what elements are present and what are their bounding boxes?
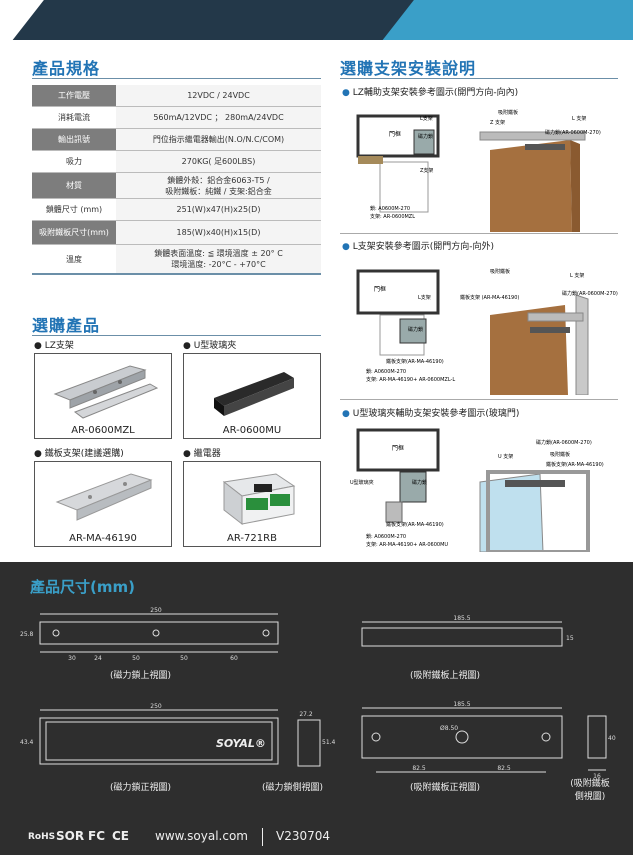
spec-row: 材質鎖體外殼：鋁合金6063-T5 / 吸附鐵板：純鐵 / 支架:鋁合金 — [32, 173, 321, 199]
dimension-section: 產品尺寸(mm) 250 25 — [0, 562, 633, 855]
svg-text:82.5: 82.5 — [497, 765, 511, 772]
svg-text:Z 支架: Z 支架 — [490, 119, 505, 126]
svg-text:50: 50 — [180, 655, 188, 662]
product-card: ● 繼電器 AR-721RB — [183, 447, 321, 547]
plate-top-caption: (吸附鐵板上視圖) — [410, 671, 481, 681]
spec-row: 溫度鎖體表面溫度: ≦ 環境溫度 ± 20° C 環境溫度: -20°C - +… — [32, 245, 321, 275]
install-3-diagram: 門框 U型玻璃夾 磁力鎖 鐵板支架(AR-MA-46190) 鎖: A0600M… — [350, 428, 604, 552]
svg-text:185.5: 185.5 — [453, 615, 470, 622]
dimension-drawings: 250 25.8 30 24 50 50 60 185.5 15 250 43.… — [20, 607, 616, 780]
rohs-logo: RoHS — [28, 832, 56, 842]
version: V230704 — [276, 829, 331, 843]
svg-text:鐵板支架(AR-MA-46190): 鐵板支架(AR-MA-46190) — [546, 461, 604, 468]
spec-row: 吸附鐵板尺寸(mm)185(W)x40(H)x15(D) — [32, 221, 321, 245]
svg-text:U 支架: U 支架 — [498, 453, 513, 460]
svg-text:門框: 門框 — [389, 130, 401, 138]
lock-side-caption: (磁力鎖側視圖) — [262, 783, 324, 793]
svg-text:250: 250 — [150, 703, 162, 710]
svg-text:鎖: A0600M-270: 鎖: A0600M-270 — [370, 205, 410, 212]
fc-logo: FC — [88, 829, 106, 843]
spec-row: 輸出訊號門位指示繼電器輸出(N.O/N.C/COM) — [32, 129, 321, 151]
product-card: ● 鐵板支架(建議選購) AR-MA-46190 — [34, 447, 172, 547]
svg-text:27.2: 27.2 — [299, 711, 313, 718]
svg-text:25.8: 25.8 — [20, 631, 34, 638]
plate-side-caption: (吸附鐵板 側視圖) — [570, 779, 610, 802]
relay-image — [222, 473, 296, 526]
svg-text:Ø8.50: Ø8.50 — [440, 725, 458, 732]
spec-title: 產品規格 — [32, 59, 101, 78]
svg-text:40: 40 — [608, 735, 616, 742]
svg-text:185.5: 185.5 — [453, 701, 470, 708]
svg-text:鐵板支架(AR-MA-46190): 鐵板支架(AR-MA-46190) — [386, 358, 444, 365]
svg-text:30: 30 — [68, 655, 76, 662]
lock-front-caption: (磁力鎖正視圖) — [110, 783, 172, 793]
footer-divider — [262, 828, 263, 846]
svg-text:24: 24 — [94, 655, 102, 662]
top-banner — [0, 0, 633, 42]
svg-text:15: 15 — [566, 635, 574, 642]
svg-text:鐵板支架 (AR-MA-46190): 鐵板支架 (AR-MA-46190) — [460, 294, 519, 301]
products-title: 選購產品 — [32, 316, 101, 335]
svg-text:鎖: A0600M-270: 鎖: A0600M-270 — [366, 533, 406, 540]
svg-text:鐵板支架(AR-MA-46190): 鐵板支架(AR-MA-46190) — [386, 521, 444, 528]
svg-text:門框: 門框 — [374, 285, 386, 293]
svg-text:50: 50 — [132, 655, 140, 662]
install-1-title: ● LZ輔助支架安裝參考圖示(開門方向-向內) — [342, 88, 519, 98]
svg-text:支架: AR-MA-46190+ AR-0600MZL-L: 支架: AR-MA-46190+ AR-0600MZL-L — [366, 376, 455, 383]
sor-logo: SOR — [56, 829, 85, 843]
install-1-diagram: 門框 L支架 磁力鎖 Z支架 鎖: A0600M-270 支架: AR-0600… — [356, 109, 601, 232]
install-2-title: ● L支架安裝參考圖示(開門方向-向外) — [342, 242, 495, 252]
lz-bracket-image — [53, 365, 159, 419]
svg-text:磁力鎖: 磁力鎖 — [412, 479, 427, 486]
lock-top-caption: (磁力鎖上視圖) — [110, 671, 172, 681]
products-rule — [32, 335, 321, 336]
svg-text:250: 250 — [150, 607, 162, 614]
plate-bracket-image — [55, 473, 153, 521]
svg-text:SOYAL®: SOYAL® — [216, 737, 266, 750]
svg-text:L 支架: L 支架 — [572, 115, 586, 122]
product-card: ● U型玻璃夾 AR-0600MU — [183, 339, 321, 439]
svg-text:82.5: 82.5 — [412, 765, 426, 772]
svg-text:磁力鎖: 磁力鎖 — [418, 133, 433, 140]
plate-front-caption: (吸附鐵板正視圖) — [410, 783, 481, 793]
svg-text:磁力鎖(AR-0600M-270): 磁力鎖(AR-0600M-270) — [536, 439, 592, 446]
svg-text:支架: AR-MA-46190+ AR-0600MU: 支架: AR-MA-46190+ AR-0600MU — [366, 541, 448, 548]
svg-text:Z支架: Z支架 — [420, 167, 433, 174]
svg-text:16: 16 — [593, 773, 601, 780]
ce-logo: CE — [112, 829, 130, 843]
svg-text:吸附鐵板: 吸附鐵板 — [550, 451, 570, 458]
svg-text:吸附鐵板: 吸附鐵板 — [498, 109, 518, 116]
product-card: ● LZ支架 AR-0600MZL — [34, 339, 172, 439]
svg-text:60: 60 — [230, 655, 238, 662]
svg-text:L支架: L支架 — [418, 294, 431, 301]
install-2-diagram: 門框 L支架 磁力鎖 鐵板支架(AR-MA-46190) 鎖: A0600M-2… — [356, 268, 618, 395]
svg-text:門框: 門框 — [392, 444, 404, 452]
spec-row: 鎖體尺寸 (mm)251(W)x47(H)x25(D) — [32, 199, 321, 221]
svg-text:磁力鎖(AR-0600M-270): 磁力鎖(AR-0600M-270) — [562, 290, 618, 297]
svg-text:43.4: 43.4 — [20, 739, 34, 746]
svg-text:U型玻璃夾: U型玻璃夾 — [350, 479, 374, 486]
svg-text:吸附鐵板: 吸附鐵板 — [490, 268, 510, 275]
svg-text:磁力鎖(AR-0600M-270): 磁力鎖(AR-0600M-270) — [545, 129, 601, 136]
svg-text:支架: AR-0600MZL: 支架: AR-0600MZL — [370, 213, 415, 220]
install-title: 選購支架安裝說明 — [340, 59, 477, 78]
svg-text:L支架: L支架 — [420, 115, 433, 122]
dimension-title: 產品尺寸(mm) — [30, 578, 135, 596]
website-link[interactable]: www.soyal.com — [155, 829, 248, 843]
svg-text:鎖: A0600M-270: 鎖: A0600M-270 — [366, 368, 406, 375]
svg-text:L 支架: L 支架 — [570, 272, 584, 279]
install-3-title: ● U型玻璃夾輔助支架安裝參考圖示(玻璃門) — [342, 409, 520, 419]
svg-text:51.4: 51.4 — [322, 739, 336, 746]
svg-text:磁力鎖: 磁力鎖 — [408, 326, 423, 333]
spec-rule — [32, 78, 321, 79]
install-rule — [340, 78, 618, 79]
u-glass-clamp-image — [214, 372, 294, 416]
footer: RoHS SOR FC CE www.soyal.com V230704 — [0, 820, 633, 855]
